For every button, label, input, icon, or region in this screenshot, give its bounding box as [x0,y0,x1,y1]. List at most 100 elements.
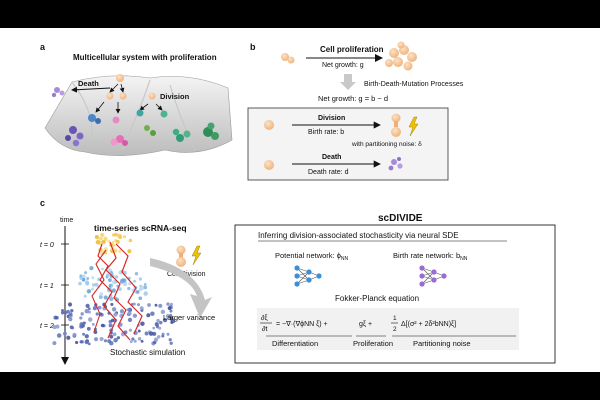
simulated-cell [60,311,65,315]
panel-a-title: Multicellular system with proliferation [73,53,217,62]
simulated-cell [95,312,99,316]
simulated-cell [134,271,139,276]
simulated-cell [93,337,99,342]
simulated-cell [109,334,114,339]
death-label: Death [78,79,99,88]
label-proliferation: Proliferation [353,339,393,348]
eq-lhs-numerator: ∂ξ [261,315,268,322]
simulated-cell [85,303,90,308]
network-node [294,265,300,271]
small-cell-cluster [281,53,295,64]
simulated-cell [111,307,117,312]
bottom-bar [0,372,600,400]
label-differentiation: Differentiation [272,339,318,348]
network-node [294,273,300,279]
simulated-cell [127,317,133,323]
panel-a: a Multicellular system with proliferatio… [40,42,233,156]
simulated-cell [90,287,95,291]
simulated-cell [101,239,106,244]
simulated-cell [79,322,84,327]
simulated-cell [62,331,67,336]
simulated-cell [101,267,104,271]
birth-network-icon [419,265,447,287]
simulated-cell [89,265,94,271]
simulated-cell [143,283,147,286]
simulated-cell [82,274,86,279]
simulated-cell [114,275,119,279]
simulated-cell [84,280,90,285]
net-growth-top: Net growth: g [322,62,364,69]
simulated-cell [169,309,173,313]
simulated-cell [111,240,115,244]
down-arrow-gray [340,74,356,90]
simulated-cell [54,316,58,320]
simulated-cell [91,276,95,280]
simulated-cell [118,287,122,291]
arrow [109,83,119,93]
simulated-cell [170,302,173,306]
cluster-blue [88,114,101,124]
simulated-cell [82,332,86,336]
simulated-cell [115,241,119,245]
simulated-cell [132,302,136,306]
simulated-cell [137,337,142,341]
simulated-cell [99,336,104,342]
simulated-cell [94,282,99,287]
simulated-cell [158,303,163,308]
birth-rate-label: Birth rate: b [308,129,344,136]
death-rate-label: Death rate: d [308,169,349,176]
simulated-cell [138,277,143,281]
net-growth-equation: Net growth: g = b − d [318,94,388,103]
panel-c: c time t = 0 t = 1 t = 2 time-series scR… [40,198,215,365]
simulated-cell [143,291,148,296]
simulated-cell [136,303,141,307]
simulated-cell [68,312,73,317]
scrna-title: time-series scRNA-seq [94,223,187,233]
scdivide-subtitle: Inferring division-associated stochastic… [258,231,459,240]
label-partitioning: Partitioning noise [413,339,471,348]
simulated-cell [118,270,123,275]
simulated-cell [128,328,132,332]
cluster-green-small [144,125,156,136]
network-node [306,277,312,283]
network-node [431,277,437,283]
simulated-cell [87,317,93,322]
arrow-to-death [71,86,111,93]
equation-box [257,308,519,350]
simulated-cell [122,281,128,287]
network-node [441,273,447,279]
simulated-cell [165,313,171,319]
division-title: Division [318,115,345,122]
simulated-cell [103,339,108,343]
simulated-cell [137,329,141,333]
simulated-cell [112,332,117,337]
birth-network-label: Birth rate network: bNN [393,251,468,262]
simulated-cell [150,311,155,316]
red-lineages [91,241,143,341]
simulated-cell [52,325,57,330]
simulated-cell [84,271,88,275]
simulated-cell [94,235,99,240]
division-cell-icon [176,245,186,267]
simulated-cell [133,339,137,343]
simulated-cell [113,337,118,343]
simulated-cell [138,296,143,301]
landscape-cell-top [116,74,124,82]
arrow [95,101,105,113]
simulated-cell [118,249,122,254]
simulated-cell [116,336,121,340]
lightning-icon-c [191,245,202,266]
simulated-cell [154,303,158,307]
arrow [139,103,149,111]
simulated-cell [100,233,104,237]
simulated-cell [86,326,91,331]
potential-network-icon [294,265,322,287]
simulated-cell [71,326,75,330]
network-edge [296,271,310,285]
simulated-cell [61,309,64,312]
simulated-cell [147,303,151,307]
simulated-cell [91,283,96,287]
network-node [316,273,322,279]
lightning-icon [408,116,419,137]
simulated-cell [167,306,172,311]
